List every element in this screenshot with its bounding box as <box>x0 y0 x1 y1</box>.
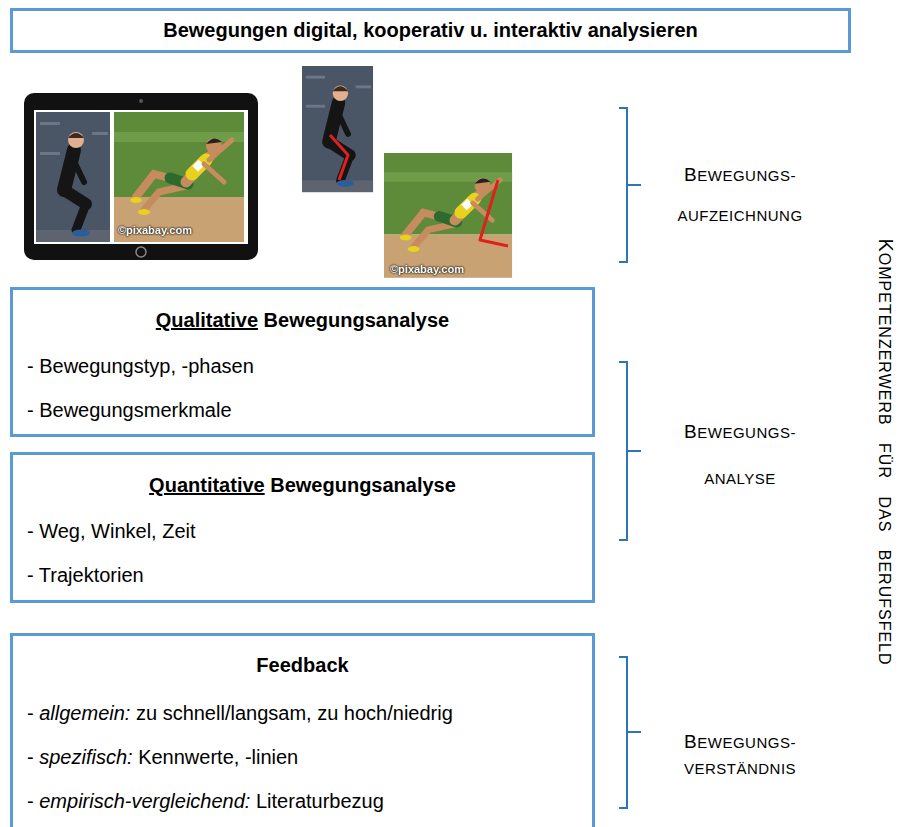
jumper-photo-part <box>384 153 512 278</box>
bracket-part <box>619 108 641 262</box>
bracket-label: BEWEGUNGS- VERSTÄNDNIS <box>670 729 810 782</box>
person-photo <box>302 66 373 192</box>
tablet-part <box>114 112 244 242</box>
bullet-item: - Bewegungsmerkmale <box>25 388 580 432</box>
person-photo-part <box>302 66 373 192</box>
box-heading: Quantitative Bewegungsanalyse <box>25 470 580 500</box>
bullet-item: - allgemein: zu schnell/langsam, zu hoch… <box>25 691 580 735</box>
bracket <box>619 108 641 808</box>
tablet-part <box>136 247 146 257</box>
bullet-item: - Weg, Winkel, Zeit <box>25 509 580 553</box>
tablet-part <box>24 93 258 260</box>
person-photo-part <box>330 135 348 180</box>
bullet-item: - Bewegungstyp, -phasen <box>25 344 580 388</box>
watermark: ©pixabay.com <box>390 263 464 275</box>
box-heading: Feedback <box>25 650 580 680</box>
analysis-box: Quantitative Bewegungsanalyse - Weg, Wink… <box>10 452 595 603</box>
bracket-part <box>619 362 641 540</box>
tablet <box>24 93 258 260</box>
vertical-label: KOMPETENZERWERB FÜR DAS BERUFSFELD <box>874 238 897 665</box>
tablet-part <box>34 110 248 244</box>
bracket-label: BEWEGUNGS- AUFZEICHNUNG <box>670 155 810 236</box>
bracket-part <box>619 657 641 808</box>
analysis-box: Qualitative Bewegungsanalyse - Bewegungst… <box>10 287 595 437</box>
bullet-item: - spezifisch: Kennwerte, -linien <box>25 735 580 779</box>
jumper-photo-part <box>480 180 508 246</box>
feedback-box: Feedback - allgemein: zu schnell/langsam,… <box>10 633 595 827</box>
title-box: Bewegungen digital, kooperativ u. intera… <box>10 8 851 53</box>
jumper-photo <box>384 153 512 278</box>
box-heading: Qualitative Bewegungsanalyse <box>25 305 580 335</box>
bullet-item: - Trajektorien <box>25 553 580 597</box>
bullet-item: - empirisch-vergleichend: Literaturbezug <box>25 779 580 823</box>
tablet-part <box>139 99 143 103</box>
watermark: ©pixabay.com <box>118 224 192 236</box>
title-text: Bewegungen digital, kooperativ u. intera… <box>163 19 698 42</box>
bracket-label: BEWEGUNGS- ANALYSE <box>670 409 810 502</box>
tablet-part <box>36 112 110 242</box>
